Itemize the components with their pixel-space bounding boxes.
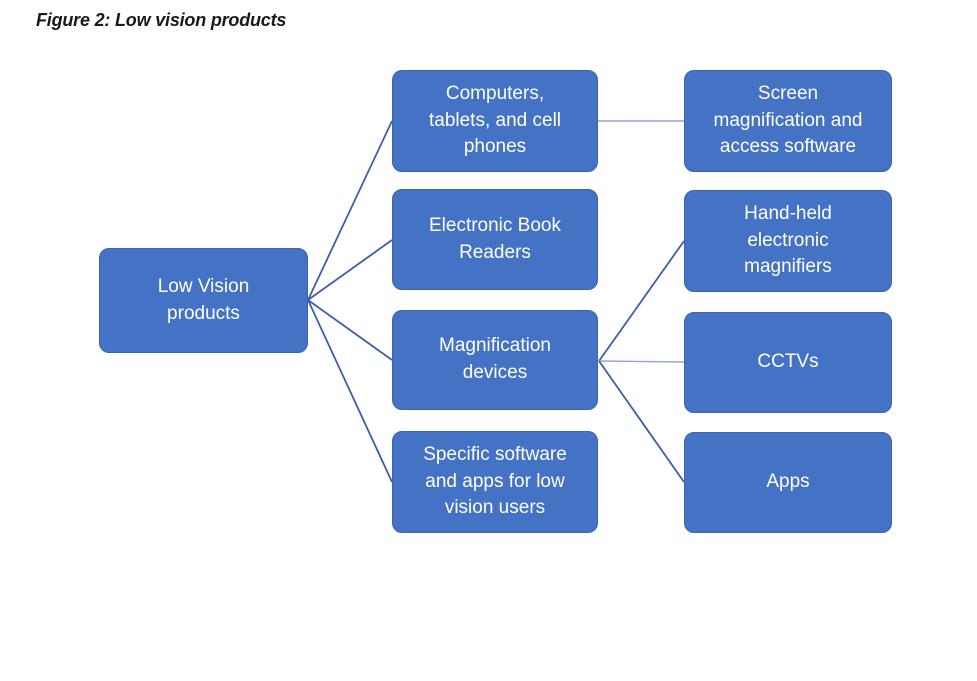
node-apps: Apps: [684, 432, 892, 533]
node-specific-software-apps: Specific software and apps for low visio…: [392, 431, 598, 533]
node-label: CCTVs: [757, 351, 819, 373]
node-label: Screen magnification and access software: [713, 82, 863, 158]
node-electronic-book-readers: Electronic Book Readers: [392, 189, 598, 290]
figure-title: Figure 2: Low vision products: [36, 10, 287, 30]
edge-root-to-computers: [307, 120, 393, 301]
node-handheld-electronic-magnifiers: Hand-held electronic magnifiers: [684, 190, 892, 292]
node-magnification-devices: Magnification devices: [392, 310, 598, 410]
node-screen-magnification-software: Screen magnification and access software: [684, 70, 892, 172]
node-label: Computers, tablets, and cell phones: [428, 82, 562, 158]
node-label: Specific software and apps for low visio…: [423, 443, 567, 519]
edge-root-to-magnification-devices: [307, 299, 393, 361]
edge-magnification-to-handheld: [598, 240, 685, 362]
edge-magnification-to-apps: [598, 360, 685, 483]
edge-root-to-ebook-readers: [307, 239, 393, 301]
node-label: Low Vision products: [157, 275, 250, 324]
edge-magnification-to-cctvs: [598, 360, 685, 363]
node-computers-tablets-cell-phones: Computers, tablets, and cell phones: [392, 70, 598, 172]
node-label: Electronic Book Readers: [428, 214, 561, 263]
node-label: Hand-held electronic magnifiers: [744, 202, 832, 278]
edge-root-to-specific-software: [307, 299, 393, 483]
node-low-vision-products: Low Vision products: [99, 248, 308, 353]
node-cctvs: CCTVs: [684, 312, 892, 413]
node-label: Apps: [766, 471, 810, 493]
node-label: Magnification devices: [439, 335, 551, 383]
